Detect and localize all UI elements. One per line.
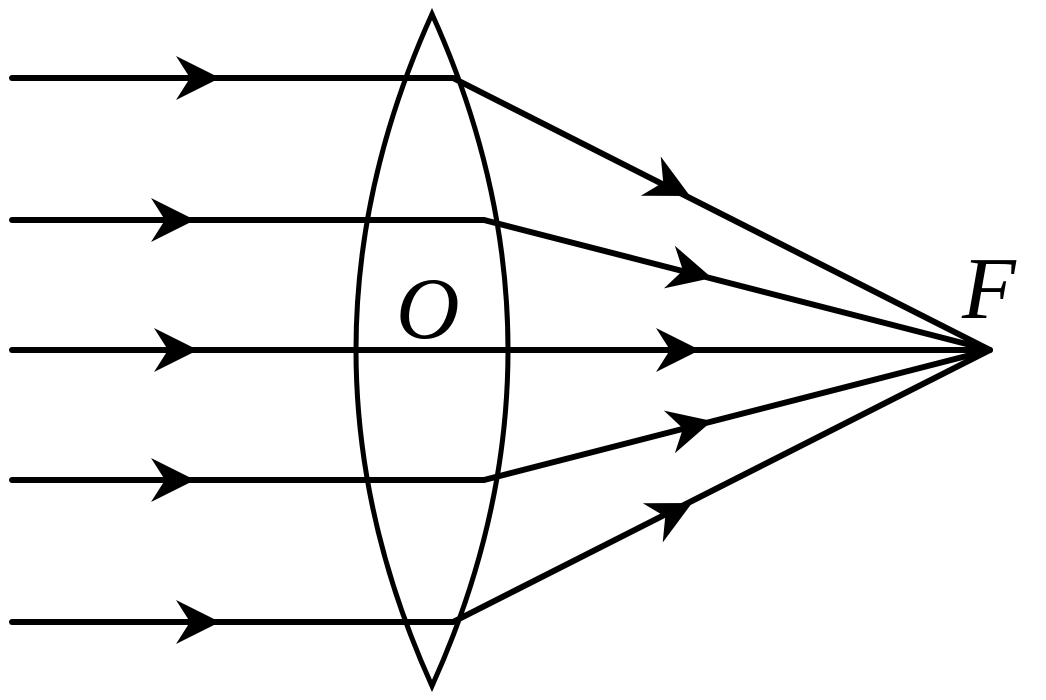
light-ray-4 [9, 347, 993, 502]
arrow-icon [663, 245, 712, 289]
focal-point-label: F [961, 241, 1017, 338]
arrow-icon [176, 56, 220, 100]
arrow-icon [151, 198, 195, 242]
light-ray-1 [9, 56, 993, 353]
convex-lens [353, 7, 511, 693]
arrow-icon [176, 600, 220, 644]
light-ray-2 [9, 198, 993, 353]
light-ray-5 [9, 347, 993, 644]
optical-center-label: O [396, 261, 460, 358]
arrow-icon [151, 458, 195, 502]
arrow-icon [663, 410, 712, 454]
arrow-icon [640, 156, 690, 196]
arrow-icon [154, 328, 198, 372]
arrow-icon [642, 503, 692, 543]
light-ray-3 [9, 328, 993, 372]
arrow-icon [656, 328, 700, 372]
